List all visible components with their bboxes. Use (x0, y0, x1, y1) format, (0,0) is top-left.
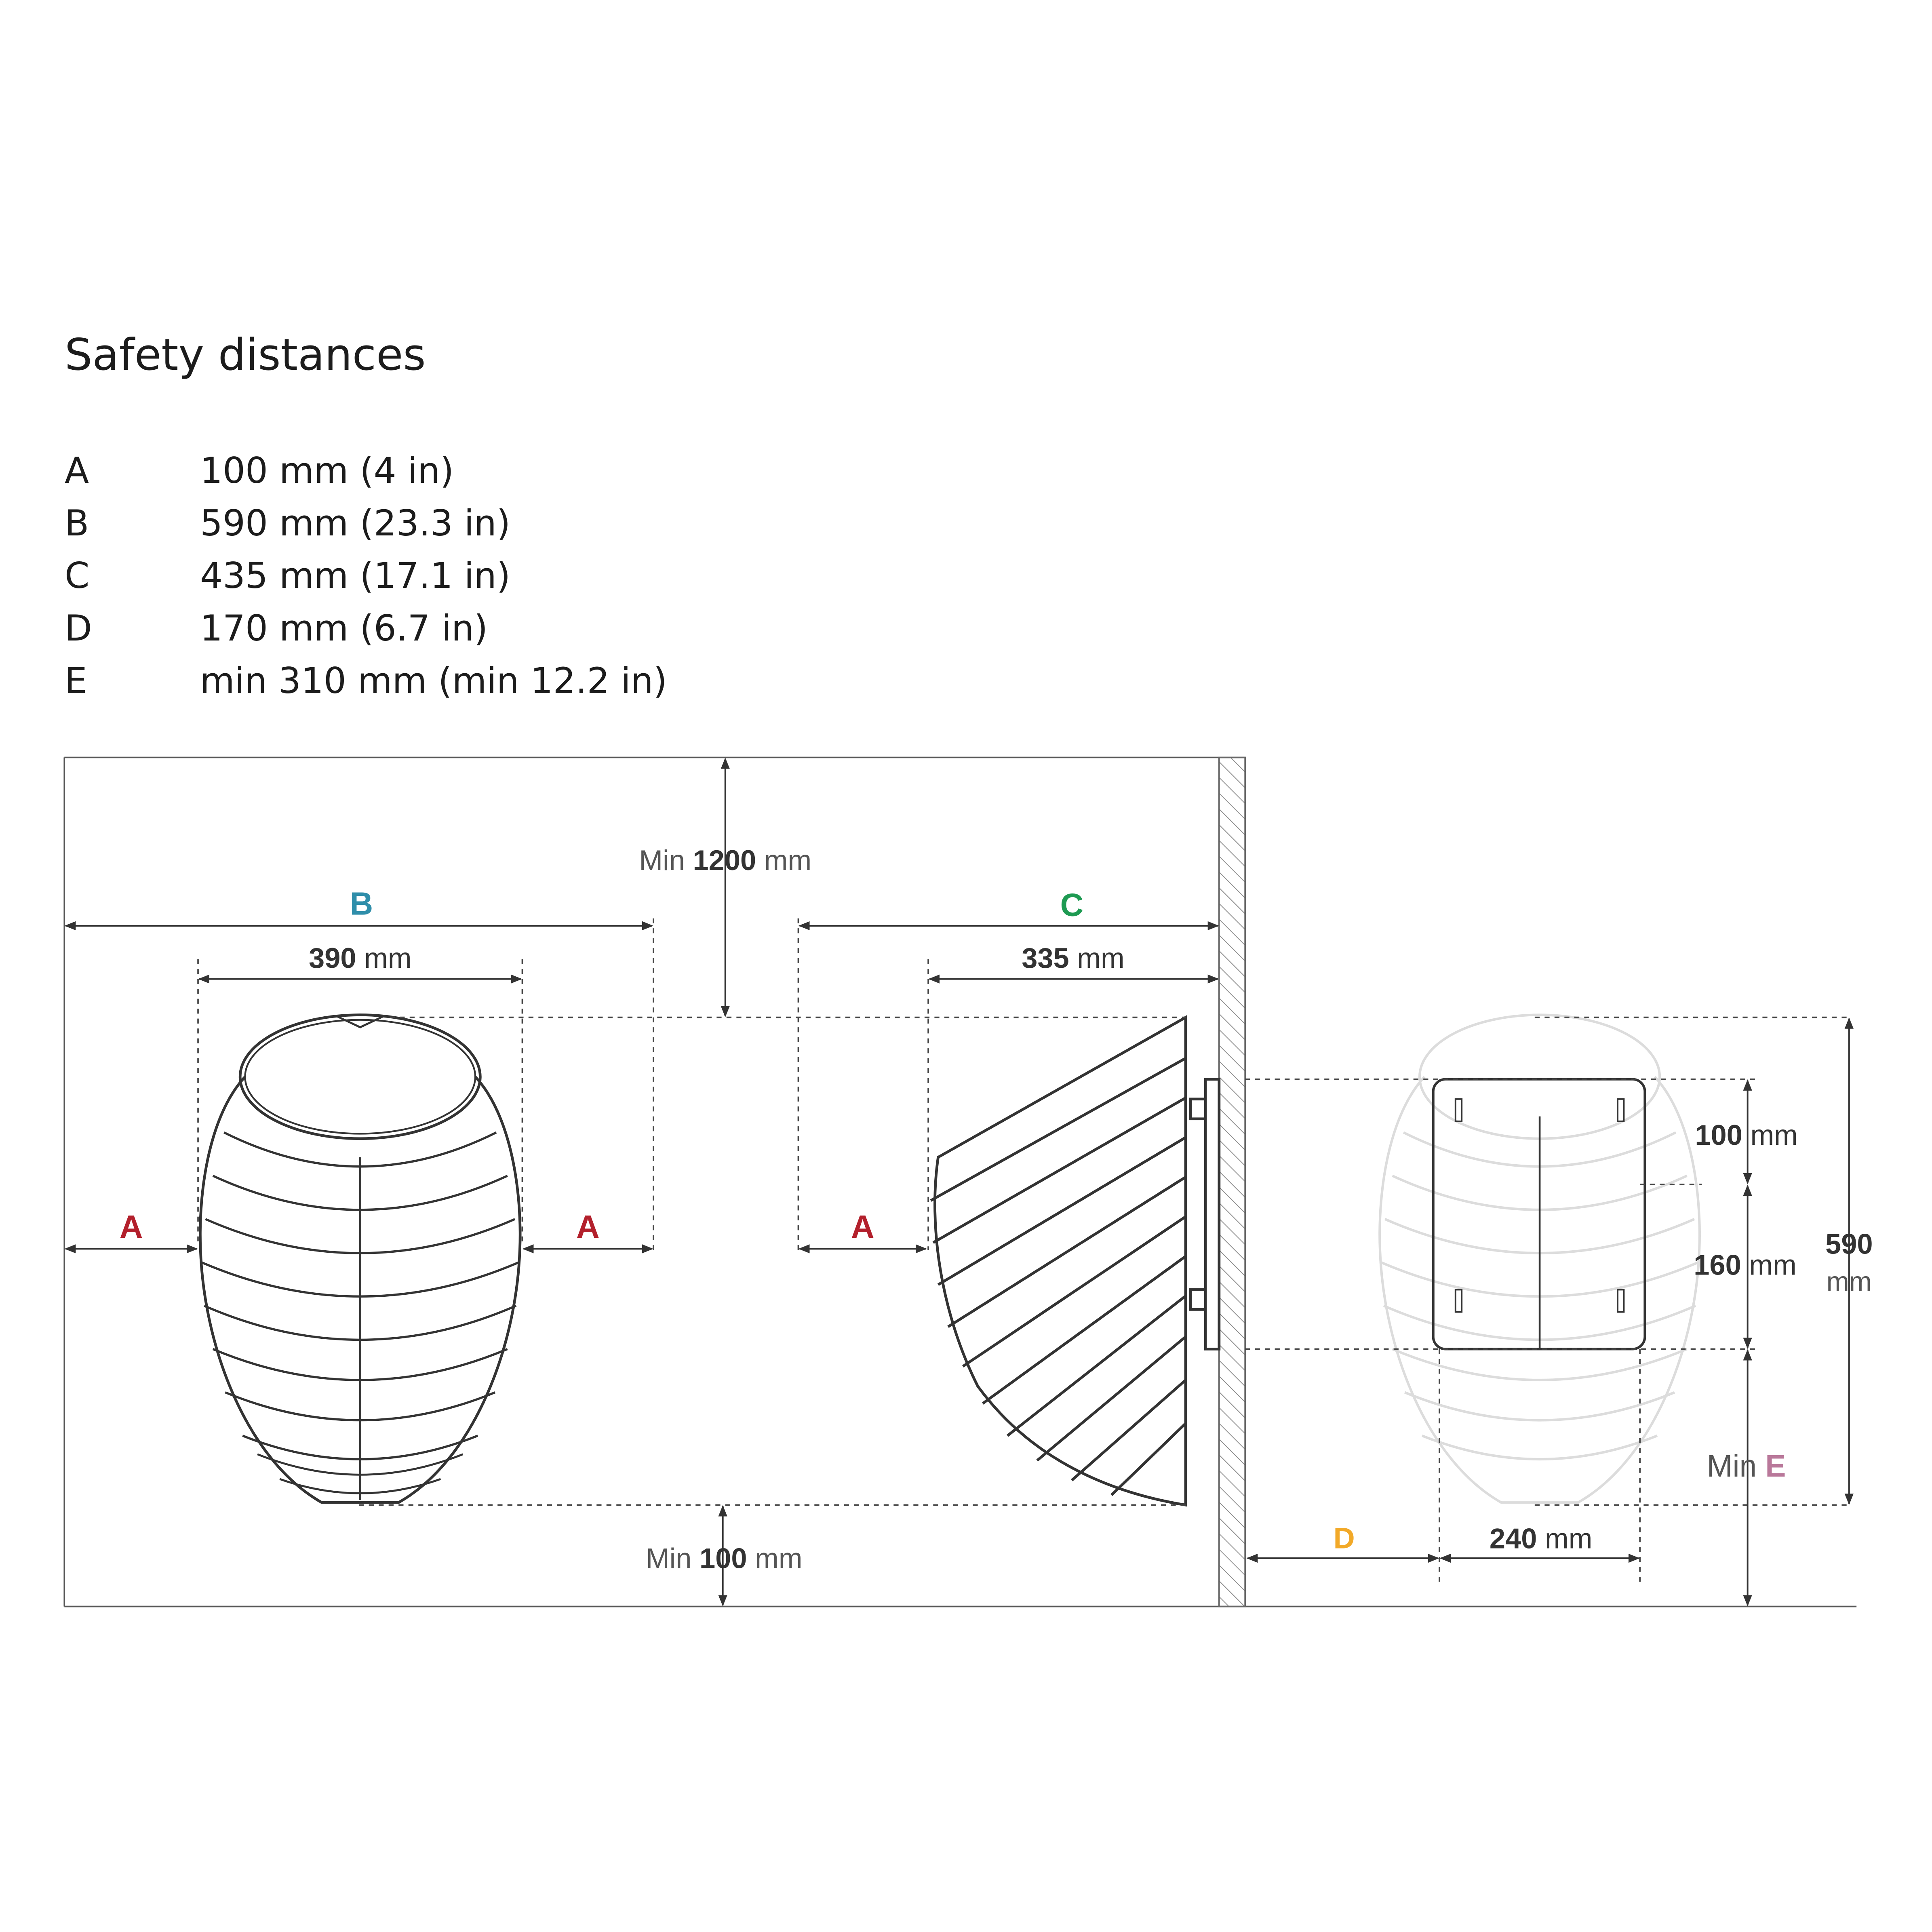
bracket-height-label: 160 mm (1694, 1249, 1796, 1281)
legend-key: A (65, 450, 89, 491)
page-title: Safety distances (65, 330, 426, 380)
legend-key: C (65, 555, 90, 596)
legend-key: E (65, 660, 87, 702)
bracket-top-label: 100 mm (1695, 1119, 1797, 1151)
legend-value: 100 mm (4 in) (200, 450, 454, 491)
label-d: D (1334, 1521, 1355, 1555)
min-e-label: Min E (1707, 1449, 1786, 1483)
legend-value: 170 mm (6.7 in) (200, 607, 488, 649)
label-a-middle: A (576, 1209, 600, 1245)
heater-front-view (199, 1013, 522, 1504)
dimension-arrows (64, 757, 1854, 1607)
label-a-left: A (120, 1209, 143, 1245)
safety-distance-legend: A 100 mm (4 in) B 590 mm (23.3 in) C 435 mm… (65, 445, 667, 707)
legend-row-c: C 435 mm (17.1 in) (65, 550, 667, 602)
bracket-width-label: 240 mm (1490, 1523, 1592, 1555)
legend-row-d: D 170 mm (6.7 in) (65, 602, 667, 655)
heater-width-label: 390 mm (309, 942, 411, 974)
heater-side-view (930, 1015, 1221, 1507)
total-height-unit: mm (1827, 1266, 1872, 1297)
label-a-right: A (851, 1209, 874, 1245)
legend-row-a: A 100 mm (4 in) (65, 445, 667, 497)
total-height-value: 590 (1825, 1228, 1873, 1260)
legend-value: 435 mm (17.1 in) (200, 555, 511, 596)
legend-key: B (65, 502, 89, 544)
bottom-clearance-label: Min 100 mm (646, 1542, 803, 1574)
legend-row-b: B 590 mm (23.3 in) (65, 497, 667, 550)
room-outline (63, 756, 1857, 1608)
dashed-guides (197, 918, 1850, 1584)
mounting-bracket (1432, 1078, 1646, 1351)
heater-depth-label: 335 mm (1022, 942, 1124, 974)
label-c: C (1060, 887, 1084, 923)
legend-value: 590 mm (23.3 in) (200, 502, 511, 544)
top-clearance-label: Min 1200 mm (639, 844, 811, 876)
wall (1218, 756, 1246, 1608)
legend-key: D (65, 607, 92, 649)
legend-value: min 310 mm (min 12.2 in) (200, 660, 667, 702)
label-b: B (350, 885, 373, 921)
